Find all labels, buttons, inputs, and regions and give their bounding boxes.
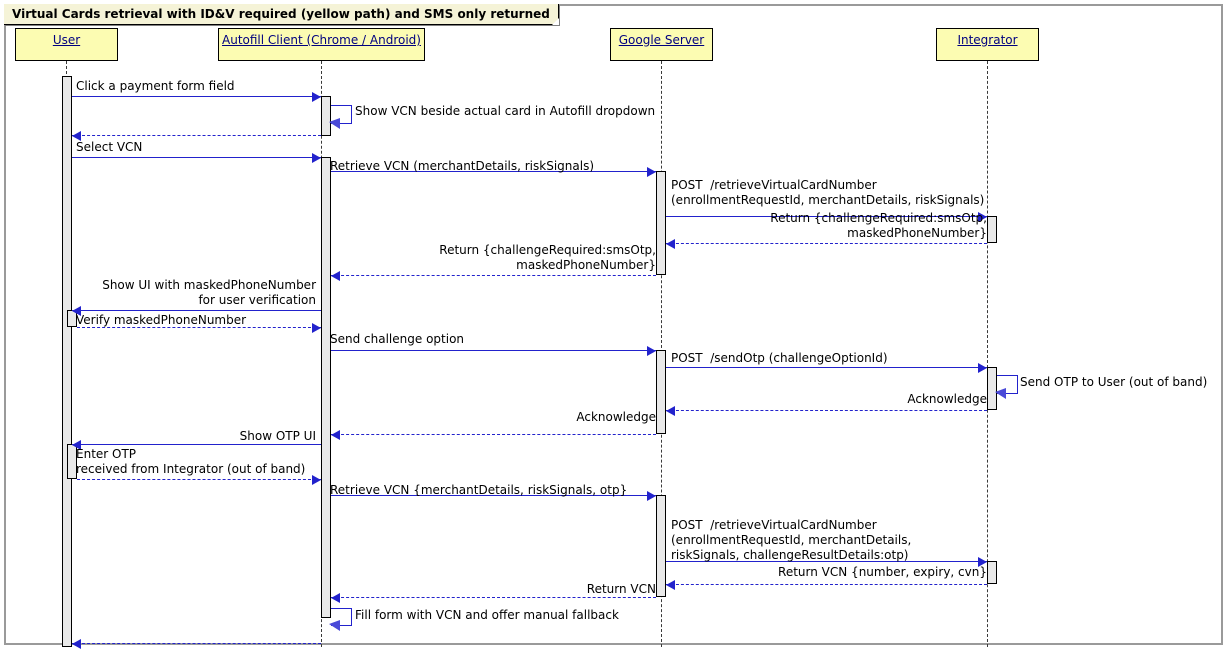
participant-server: Google Server <box>610 28 713 61</box>
lifeline-integrator <box>987 61 988 647</box>
message-label-m1: Click a payment form field <box>76 79 235 93</box>
message-line-m1 <box>72 96 321 97</box>
message-line-m9 <box>72 310 321 311</box>
message-arrowhead-m10 <box>312 323 321 333</box>
participant-integrator: Integrator <box>936 28 1039 61</box>
participant-label: Google Server <box>618 33 705 47</box>
message-line-m3 <box>72 135 321 136</box>
message-line-m15 <box>331 434 656 435</box>
message-line-m6 <box>666 216 987 217</box>
message-label-m7: Return {challengeRequired:smsOtp, masked… <box>770 211 987 240</box>
message-arrowhead-m5 <box>647 167 656 177</box>
message-label-m15: Acknowledge <box>576 410 656 424</box>
message-line-m12 <box>666 367 987 368</box>
participant-client: Autofill Client (Chrome / Android) <box>218 28 425 61</box>
message-arrowhead-m16 <box>72 440 81 450</box>
message-arrowhead-m8 <box>331 271 340 281</box>
diagram-title: Virtual Cards retrieval with ID&V requir… <box>4 4 559 25</box>
diagram-frame <box>4 4 1223 645</box>
message-label-m17: Enter OTP received from Integrator (out … <box>76 447 306 476</box>
message-line-m14 <box>666 410 987 411</box>
message-label-m5: Retrieve VCN (merchantDetails, riskSigna… <box>330 159 594 173</box>
message-label-m22: Fill form with VCN and offer manual fall… <box>355 608 619 622</box>
message-line-m23 <box>72 643 321 644</box>
message-line-m19 <box>666 561 987 562</box>
message-arrowhead-m1 <box>312 92 321 102</box>
participant-label: Integrator <box>957 33 1018 47</box>
message-arrowhead-m4 <box>312 153 321 163</box>
activation-bar-integrator <box>987 561 997 584</box>
activation-bar-client <box>321 157 331 618</box>
message-line-m11 <box>331 350 656 351</box>
message-label-m18: Retrieve VCN {merchantDetails, riskSigna… <box>330 483 628 497</box>
message-line-m16 <box>72 444 321 445</box>
message-arrowhead-m11 <box>647 346 656 356</box>
participant-label: User <box>52 33 81 47</box>
message-label-m8: Return {challengeRequired:smsOtp, masked… <box>439 243 656 272</box>
message-arrowhead-m23 <box>72 639 81 649</box>
message-arrowhead-m3 <box>72 131 81 141</box>
message-arrowhead-m7 <box>666 239 675 249</box>
message-arrowhead-m12 <box>978 363 987 373</box>
message-arrowhead-m18 <box>647 491 656 501</box>
message-label-m19: POST /retrieveVirtualCardNumber (enrollm… <box>671 518 912 562</box>
activation-bar-server <box>656 350 666 434</box>
message-line-m20 <box>666 584 987 585</box>
message-label-m14: Acknowledge <box>907 392 987 406</box>
message-arrowhead-m21 <box>331 593 340 603</box>
message-arrowhead-m19 <box>978 557 987 567</box>
self-message-m13 <box>997 375 1018 394</box>
message-line-m18 <box>331 495 656 496</box>
message-label-m21: Return VCN <box>586 582 656 596</box>
message-label-m11: Send challenge option <box>330 332 465 346</box>
participant-label: Autofill Client (Chrome / Android) <box>222 33 421 47</box>
activation-bar-server <box>656 171 666 275</box>
self-message-arrow-m2 <box>329 118 340 129</box>
message-arrowhead-m14 <box>666 406 675 416</box>
message-line-m10 <box>77 327 321 328</box>
message-arrowhead-m17 <box>312 475 321 485</box>
message-line-m17 <box>77 479 321 480</box>
message-line-m21 <box>331 597 656 598</box>
message-arrowhead-m6 <box>978 212 987 222</box>
message-label-m6: POST /retrieveVirtualCardNumber (enrollm… <box>671 178 985 207</box>
self-message-m2 <box>331 105 352 124</box>
message-line-m8 <box>331 275 656 276</box>
message-label-m20: Return VCN {number, expiry, cvn} <box>778 565 987 579</box>
activation-bar-server <box>656 495 666 597</box>
activation-bar-user <box>62 76 72 647</box>
message-label-m9: Show UI with maskedPhoneNumber for user … <box>102 278 316 307</box>
self-message-arrow-m13 <box>995 388 1006 399</box>
activation-bar-client <box>321 96 331 136</box>
message-line-m5 <box>331 171 656 172</box>
self-message-arrow-m22 <box>329 620 340 631</box>
message-line-m4 <box>72 157 321 158</box>
activation-bar-integrator <box>987 216 997 243</box>
message-label-m2: Show VCN beside actual card in Autofill … <box>355 104 656 118</box>
participant-user: User <box>15 28 118 61</box>
message-label-m13: Send OTP to User (out of band) <box>1020 375 1208 389</box>
self-message-m22 <box>331 608 352 626</box>
message-label-m10: Verify maskedPhoneNumber <box>76 313 247 327</box>
message-arrowhead-m9 <box>72 306 81 316</box>
message-label-m16: Show OTP UI <box>239 429 316 443</box>
message-arrowhead-m20 <box>666 580 675 590</box>
message-line-m7 <box>666 243 987 244</box>
message-label-m4: Select VCN <box>76 140 143 154</box>
message-arrowhead-m15 <box>331 430 340 440</box>
message-label-m12: POST /sendOtp (challengeOptionId) <box>671 351 888 365</box>
